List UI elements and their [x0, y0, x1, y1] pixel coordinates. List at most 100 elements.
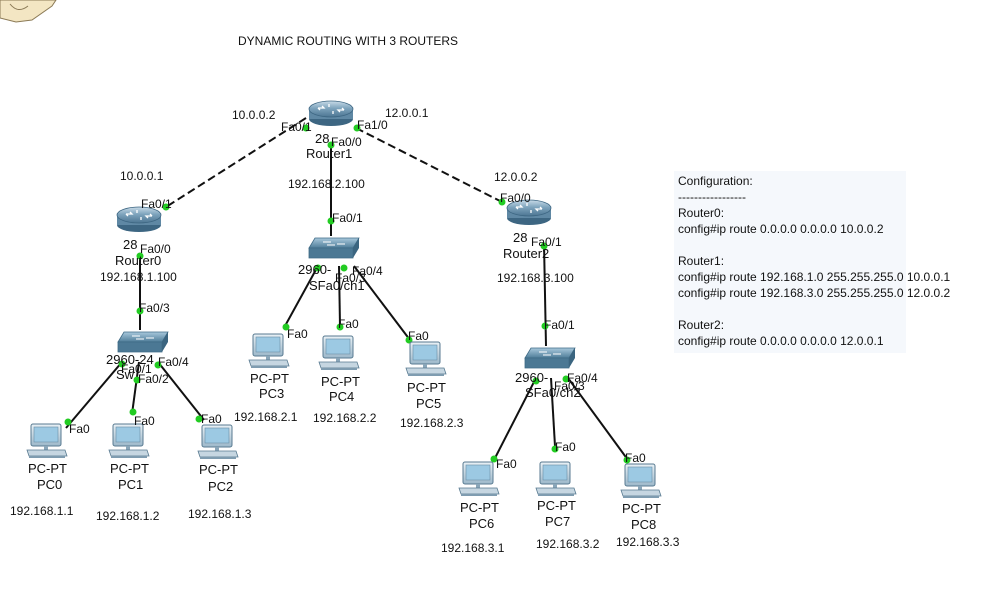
router1-port-lan: Fa0/0: [331, 135, 362, 149]
switch1-icon: [308, 237, 360, 259]
pc5[interactable]: [405, 341, 447, 377]
router1[interactable]: [308, 100, 354, 127]
link-sw1-pc4: [338, 265, 341, 327]
pc5-name: PC5: [416, 396, 441, 411]
switch2[interactable]: [524, 347, 576, 369]
pc5-port: Fa0: [408, 329, 429, 343]
router1-right-ip: 12.0.0.1: [385, 106, 429, 120]
link-sw0-pc2: [157, 361, 205, 421]
link-sw2-pc6: [493, 377, 537, 461]
pc4[interactable]: [318, 335, 360, 371]
pc5-icon: [405, 341, 447, 377]
pc4-ip: 192.168.2.2: [313, 411, 377, 425]
switch0-port-a: Fa0/1: [121, 362, 152, 376]
pc2[interactable]: [197, 424, 239, 460]
switch0-name: Sw: [116, 367, 135, 382]
pc8-ip: 192.168.3.3: [616, 535, 680, 549]
link-sw0-pc0: [65, 361, 123, 429]
pc0-ip: 192.168.1.1: [10, 504, 74, 518]
switch0-port-up: Fa0/3: [139, 301, 170, 315]
pc1-ip: 192.168.1.2: [96, 509, 160, 523]
pc2-ip: 192.168.1.3: [188, 507, 252, 521]
config-router1-label: Router1:: [678, 254, 725, 268]
config-router0-label: Router0:: [678, 206, 725, 220]
pc7[interactable]: [535, 461, 577, 497]
router2-port-lan: Fa0/1: [531, 235, 562, 249]
config-divider: -----------------: [678, 190, 746, 204]
router1-lan-ip: 192.168.2.100: [288, 177, 365, 191]
router0-model: 28: [123, 237, 137, 252]
pc0-name: PC0: [37, 477, 62, 492]
pc4-name: PC4: [329, 389, 354, 404]
pc1-port: Fa0: [134, 414, 155, 428]
pc0-type: PC-PT: [28, 461, 67, 476]
link-sw1-pc5: [353, 265, 411, 341]
pc8-port: Fa0: [625, 451, 646, 465]
switch2-port-up: Fa0/1: [544, 318, 575, 332]
pc6-ip: 192.168.3.1: [441, 541, 505, 555]
pc6[interactable]: [458, 461, 500, 497]
switch2-icon: [524, 347, 576, 369]
router1-model: 28: [315, 131, 329, 146]
router0-wan-ip: 10.0.0.1: [120, 169, 164, 183]
pc8-icon: [620, 463, 662, 499]
router0-port-lan: Fa0/0: [140, 242, 171, 256]
config-router1-cmd2: config#ip route 192.168.3.0 255.255.255.…: [678, 286, 951, 300]
switch2-name: SFa0/ch2: [525, 385, 581, 400]
pc-labels: Fa0 PC-PT PC0 192.168.1.1 Fa0 PC-PT PC1 …: [10, 317, 680, 555]
pc1-name: PC1: [118, 477, 143, 492]
switch1-port-a: Fa0/3: [335, 271, 366, 285]
pc6-port: Fa0: [496, 457, 517, 471]
pc1[interactable]: [108, 423, 150, 459]
switch0-icon: [117, 331, 169, 353]
config-router0-cmd: config#ip route 0.0.0.0 0.0.0.0 10.0.0.2: [678, 222, 884, 236]
pc2-icon: [197, 424, 239, 460]
pc3-port: Fa0: [287, 327, 308, 341]
router2-port-wan: Fa0/0: [500, 191, 531, 205]
pc7-name: PC7: [545, 514, 570, 529]
config-heading: Configuration:: [678, 174, 753, 188]
router2-wan-ip: 12.0.0.2: [494, 170, 538, 184]
config-router1-cmd1: config#ip route 192.168.1.0 255.255.255.…: [678, 270, 951, 284]
switch0-label: 2960-24: [106, 352, 154, 367]
router2-model: 28: [513, 230, 527, 245]
pc7-type: PC-PT: [537, 498, 576, 513]
configuration-note: Configuration: ----------------- Router0…: [674, 171, 951, 353]
pc2-port: Fa0: [201, 412, 222, 426]
switch1[interactable]: [308, 237, 360, 259]
router2-name: Router2: [503, 246, 549, 261]
pc8[interactable]: [620, 463, 662, 499]
pc1-type: PC-PT: [110, 461, 149, 476]
switch2-port-a: Fa0/3: [554, 379, 585, 393]
switch0[interactable]: [117, 331, 169, 353]
switch1-name: SFa0/ch1: [309, 278, 365, 293]
switch1-port-c: Fa0/4: [352, 264, 383, 278]
pc6-name: PC6: [469, 516, 494, 531]
pc0-port: Fa0: [69, 422, 90, 436]
router0-lan-ip: 192.168.1.100: [100, 270, 177, 284]
link-router1-router0: [165, 117, 307, 208]
switch1-label: 2960-: [298, 262, 331, 277]
pc3-ip: 192.168.2.1: [234, 410, 298, 424]
pc6-type: PC-PT: [460, 500, 499, 515]
pc6-icon: [458, 461, 500, 497]
pc8-name: PC8: [631, 517, 656, 532]
switch2-label: 2960-: [515, 370, 548, 385]
router1-port-left: Fa0/1: [281, 120, 312, 134]
pc4-icon: [318, 335, 360, 371]
pc3[interactable]: [248, 333, 290, 369]
router1-name: Router1: [306, 146, 352, 161]
link-sw1-pc3: [284, 265, 319, 327]
pc0-icon: [26, 423, 68, 459]
link-router1-router2: [355, 127, 503, 203]
router1-icon: [308, 100, 354, 127]
pc0[interactable]: [26, 423, 68, 459]
config-router2-label: Router2:: [678, 318, 725, 332]
link-sw0-pc1: [131, 361, 140, 415]
port-indicators: [64, 124, 631, 464]
router1-port-right: Fa1/0: [357, 118, 388, 132]
switch0-port-c: Fa0/4: [158, 355, 189, 369]
pc3-icon: [248, 333, 290, 369]
pc7-icon: [535, 461, 577, 497]
